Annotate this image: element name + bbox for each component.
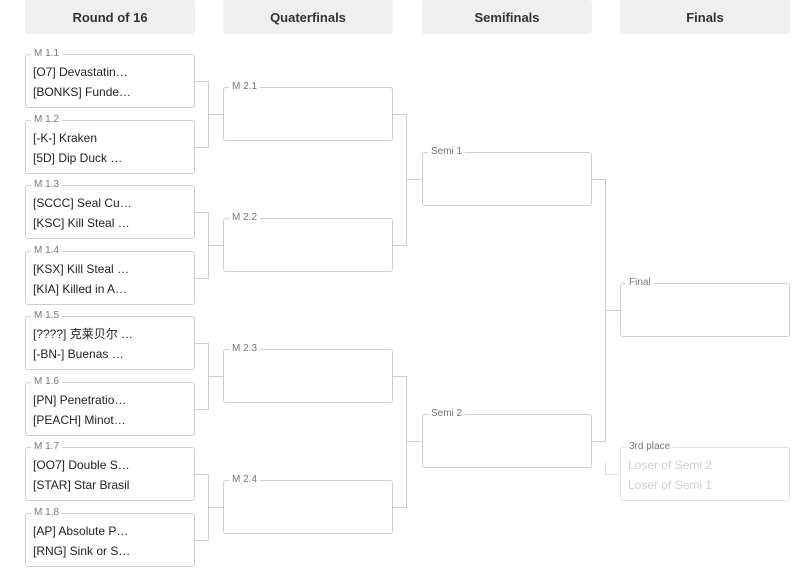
match-label: M 1.2: [31, 114, 63, 126]
team-slot[interactable]: Loser of Semi 1: [628, 478, 713, 492]
team-slot[interactable]: Loser of Semi 2: [628, 458, 713, 472]
team-slot[interactable]: [KSC] Kill Steal …: [33, 216, 130, 230]
match-1-5[interactable]: M 1.5 [????] 克莱贝尔 … [-BN-] Buenas …: [25, 310, 195, 370]
team-slot[interactable]: [????] 克莱贝尔 …: [33, 327, 134, 341]
team-slot[interactable]: [PEACH] Minot…: [33, 413, 126, 427]
connector-line: [393, 507, 407, 508]
connector-line: [195, 343, 209, 344]
team-slot[interactable]: [-K-] Kraken: [33, 131, 98, 145]
connector-line: [195, 147, 209, 148]
team-slot[interactable]: [5D] Dip Duck …: [33, 151, 123, 165]
match-label: M 1.4: [31, 245, 63, 257]
connector-line: [208, 507, 223, 508]
match-semi-1[interactable]: Semi 1: [422, 146, 592, 206]
connector-line: [208, 376, 223, 377]
connector-line: [393, 376, 407, 377]
connector-line: [393, 114, 407, 115]
connector-line: [195, 278, 209, 279]
connector-line: [406, 179, 422, 180]
round-header-quarterfinals: Quaterfinals: [223, 0, 393, 34]
match-label: M 2.1: [229, 81, 261, 93]
match-label: Semi 1: [428, 146, 466, 158]
connector-line: [195, 409, 209, 410]
team-slot[interactable]: [PN] Penetratio…: [33, 393, 127, 407]
match-1-3[interactable]: M 1.3 [SCCC] Seal Cu… [KSC] Kill Steal …: [25, 179, 195, 239]
team-slot[interactable]: [RNG] Sink or S…: [33, 544, 131, 558]
match-2-4[interactable]: M 2.4: [223, 474, 393, 534]
match-label: 3rd place: [626, 441, 674, 453]
team-slot[interactable]: [OO7] Double S…: [33, 458, 130, 472]
connector-line: [406, 376, 407, 508]
match-1-7[interactable]: M 1.7 [OO7] Double S… [STAR] Star Brasil: [25, 441, 195, 501]
match-2-2[interactable]: M 2.2: [223, 212, 393, 272]
team-slot[interactable]: [AP] Absolute P…: [33, 524, 129, 538]
team-slot[interactable]: [KIA] Killed in A…: [33, 282, 128, 296]
connector-line: [605, 310, 620, 311]
connector-line: [406, 114, 407, 246]
connector-line: [195, 474, 209, 475]
team-slot[interactable]: [O7] Devastatin…: [33, 65, 128, 79]
team-slot[interactable]: [SCCC] Seal Cu…: [33, 196, 132, 210]
match-1-1[interactable]: M 1.1 [O7] Devastatin… [BONKS] Funde…: [25, 48, 195, 108]
connector-line: [195, 81, 209, 82]
match-label: M 1.3: [31, 179, 63, 191]
connector-line: [208, 114, 223, 115]
match-1-2[interactable]: M 1.2 [-K-] Kraken [5D] Dip Duck …: [25, 114, 195, 174]
connector-line: [393, 245, 407, 246]
match-1-6[interactable]: M 1.6 [PN] Penetratio… [PEACH] Minot…: [25, 376, 195, 436]
match-label: M 2.3: [229, 343, 261, 355]
match-label: M 1.1: [31, 48, 63, 60]
connector-line: [208, 245, 223, 246]
match-semi-2[interactable]: Semi 2: [422, 408, 592, 468]
connector-line: [195, 540, 209, 541]
connector-line: [195, 212, 209, 213]
team-slot[interactable]: [-BN-] Buenas …: [33, 347, 124, 361]
connector-line: [592, 441, 606, 442]
match-2-3[interactable]: M 2.3: [223, 343, 393, 403]
team-slot[interactable]: [STAR] Star Brasil: [33, 478, 130, 492]
match-label: M 2.2: [229, 212, 261, 224]
connector-line: [592, 179, 606, 180]
match-label: M 1.6: [31, 376, 63, 388]
match-label: Semi 2: [428, 408, 466, 420]
team-slot[interactable]: [KSX] Kill Steal …: [33, 262, 130, 276]
round-header-finals: Finals: [620, 0, 790, 34]
connector-line: [605, 462, 606, 474]
match-third-place[interactable]: 3rd place Loser of Semi 2 Loser of Semi …: [620, 441, 790, 501]
match-label: M 2.4: [229, 474, 261, 486]
match-2-1[interactable]: M 2.1: [223, 81, 393, 141]
match-1-4[interactable]: M 1.4 [KSX] Kill Steal … [KIA] Killed in…: [25, 245, 195, 305]
match-label: M 1.5: [31, 310, 63, 322]
connector-line: [605, 474, 620, 475]
team-slot[interactable]: [BONKS] Funde…: [33, 85, 132, 99]
round-header-round-of-16: Round of 16: [25, 0, 195, 34]
match-1-8[interactable]: M 1.8 [AP] Absolute P… [RNG] Sink or S…: [25, 507, 195, 567]
match-final[interactable]: Final: [620, 277, 790, 337]
connector-line: [406, 441, 422, 442]
match-label: M 1.7: [31, 441, 63, 453]
match-label: M 1.8: [31, 507, 63, 519]
round-header-semifinals: Semifinals: [422, 0, 592, 34]
match-label: Final: [626, 277, 654, 289]
